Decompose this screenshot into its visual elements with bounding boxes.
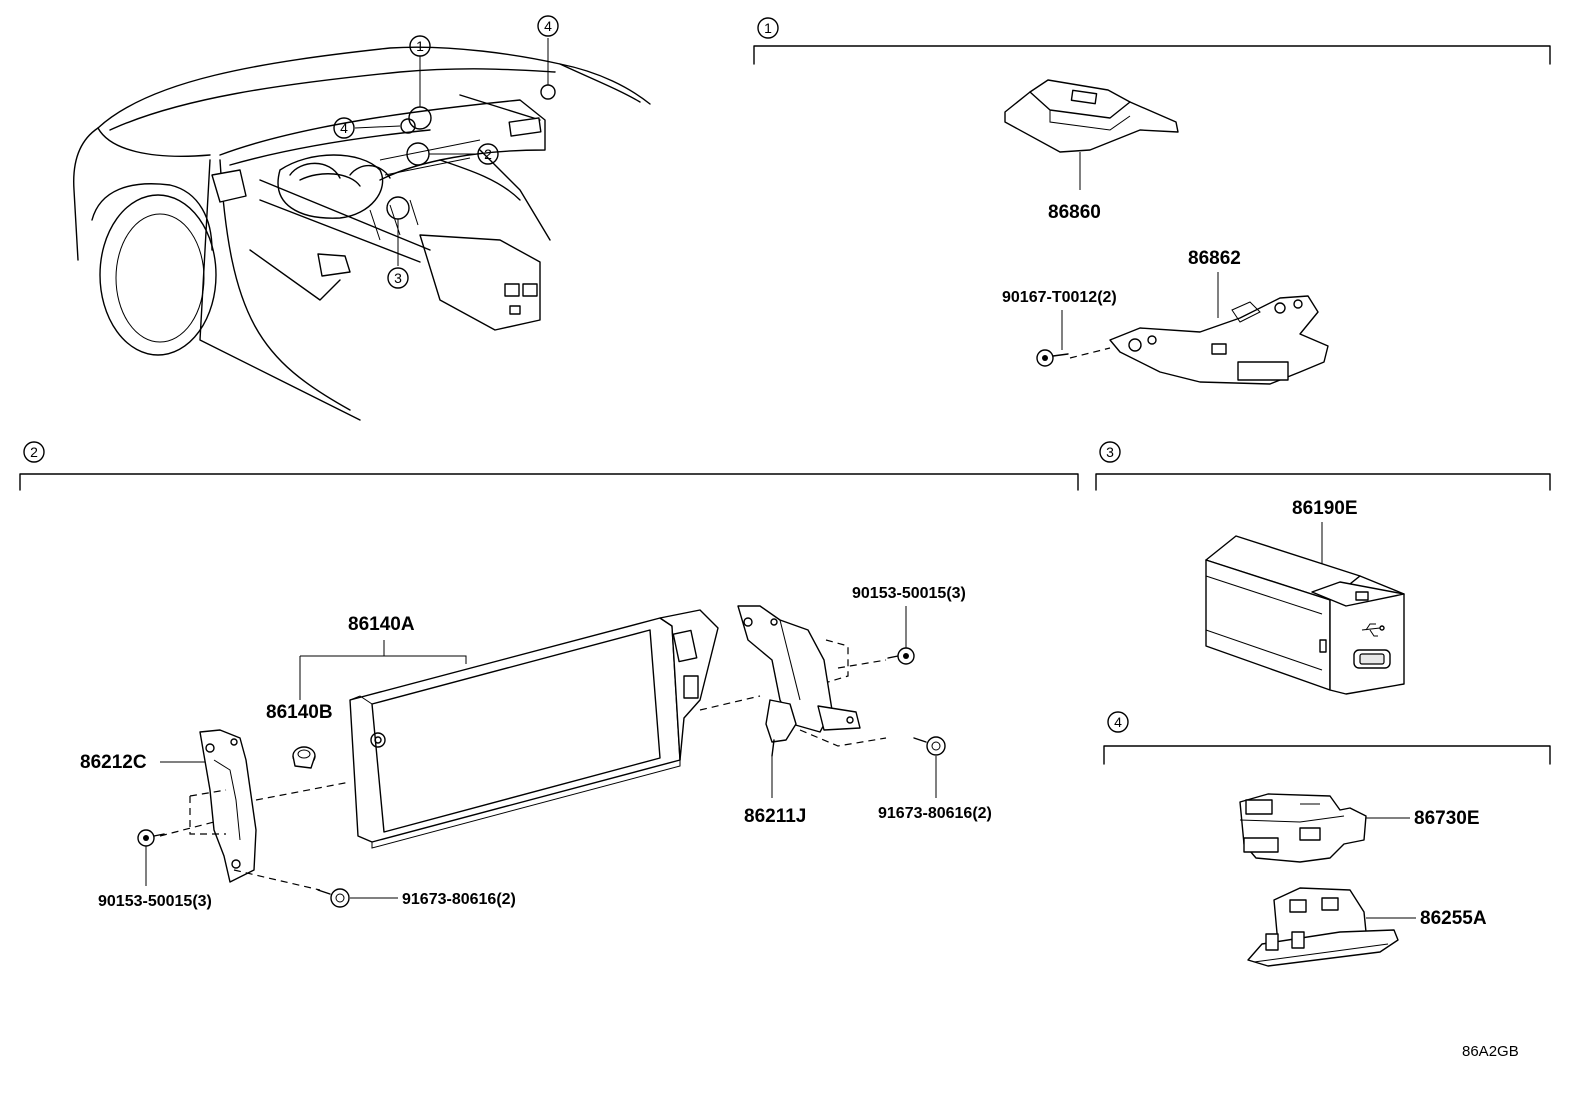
part-86212C-bracket: 86212C xyxy=(80,729,351,891)
part-86190E-usb-port xyxy=(1205,535,1405,695)
part-86140A-display: 86140A xyxy=(299,609,719,849)
section-marker-2: 2 xyxy=(23,441,45,463)
part-86860-module: 86860 xyxy=(1004,79,1179,223)
bolt-90167 xyxy=(1036,310,1069,367)
svg-text:4: 4 xyxy=(544,18,552,34)
svg-text:2: 2 xyxy=(30,444,38,460)
callout-3: 3 xyxy=(387,267,409,289)
section-marker-1: 1 xyxy=(757,17,779,39)
label-90167: 90167-T0012(2) xyxy=(1002,289,1117,306)
label-86255A: 86255A xyxy=(1420,908,1487,929)
section-2: 2 86140A 86140B 86212C xyxy=(19,441,1079,910)
label-90153-right: 90153-50015(3) xyxy=(852,585,966,602)
label-86212C: 86212C xyxy=(80,752,147,773)
callout-ring-4b xyxy=(540,84,556,100)
diagram-code: 86A2GB xyxy=(1462,1043,1519,1060)
callout-2: 2 xyxy=(477,143,499,165)
section-3-bracket xyxy=(1095,473,1551,491)
car-interior-illustration: 1 4 2 3 4 xyxy=(73,15,651,421)
bolt-90153-right: 90153-50015(3) xyxy=(852,585,966,665)
svg-text:1: 1 xyxy=(416,38,424,54)
usb-symbol-icon xyxy=(1361,623,1385,637)
label-90153-left: 90153-50015(3) xyxy=(98,893,212,910)
screw-91673-left: 91673-80616(2) xyxy=(317,888,516,908)
callout-ring-3 xyxy=(386,196,410,220)
section-1-bracket xyxy=(753,45,1551,65)
part-86140B-knob: 86140B xyxy=(266,702,333,769)
callout-4-top: 4 xyxy=(537,15,559,37)
section-3: 3 86190E xyxy=(1095,441,1551,695)
svg-text:3: 3 xyxy=(1106,444,1114,460)
callout-4-dash: 4 xyxy=(333,117,355,139)
label-86860: 86860 xyxy=(1048,202,1101,223)
section-marker-4: 4 xyxy=(1107,711,1129,733)
svg-text:2: 2 xyxy=(484,146,492,162)
part-86862-bracket: 86862 90167-T0012(2) xyxy=(1002,248,1329,385)
section-4-bracket xyxy=(1103,745,1551,765)
label-86730E: 86730E xyxy=(1414,808,1480,829)
part-86730E-connector: 86730E xyxy=(1239,793,1480,863)
part-86255A-bezel: 86255A xyxy=(1247,887,1487,967)
svg-text:1: 1 xyxy=(764,20,772,36)
label-91673-right: 91673-80616(2) xyxy=(878,805,992,822)
label-86211J: 86211J xyxy=(744,806,806,827)
label-86140B: 86140B xyxy=(266,702,333,723)
callout-ring-1 xyxy=(408,106,432,130)
callout-1: 1 xyxy=(409,35,431,57)
bolt-90153-left: 90153-50015(3) xyxy=(98,829,212,910)
label-86140A: 86140A xyxy=(348,614,415,635)
label-91673-left: 91673-80616(2) xyxy=(402,891,516,908)
callout-ring-4a xyxy=(400,118,416,134)
svg-text:4: 4 xyxy=(1114,714,1122,730)
part-86211J-bracket: 86211J xyxy=(699,605,887,827)
section-1: 1 86860 86862 xyxy=(753,17,1551,385)
section-4: 4 86730E 86255A xyxy=(1103,711,1551,967)
label-86862: 86862 xyxy=(1188,248,1241,269)
section-marker-3: 3 xyxy=(1099,441,1121,463)
svg-text:4: 4 xyxy=(340,120,348,136)
label-86190E: 86190E xyxy=(1292,498,1358,519)
screw-91673-right: 91673-80616(2) xyxy=(878,736,992,822)
svg-text:3: 3 xyxy=(394,270,402,286)
section-2-bracket xyxy=(19,473,1079,491)
